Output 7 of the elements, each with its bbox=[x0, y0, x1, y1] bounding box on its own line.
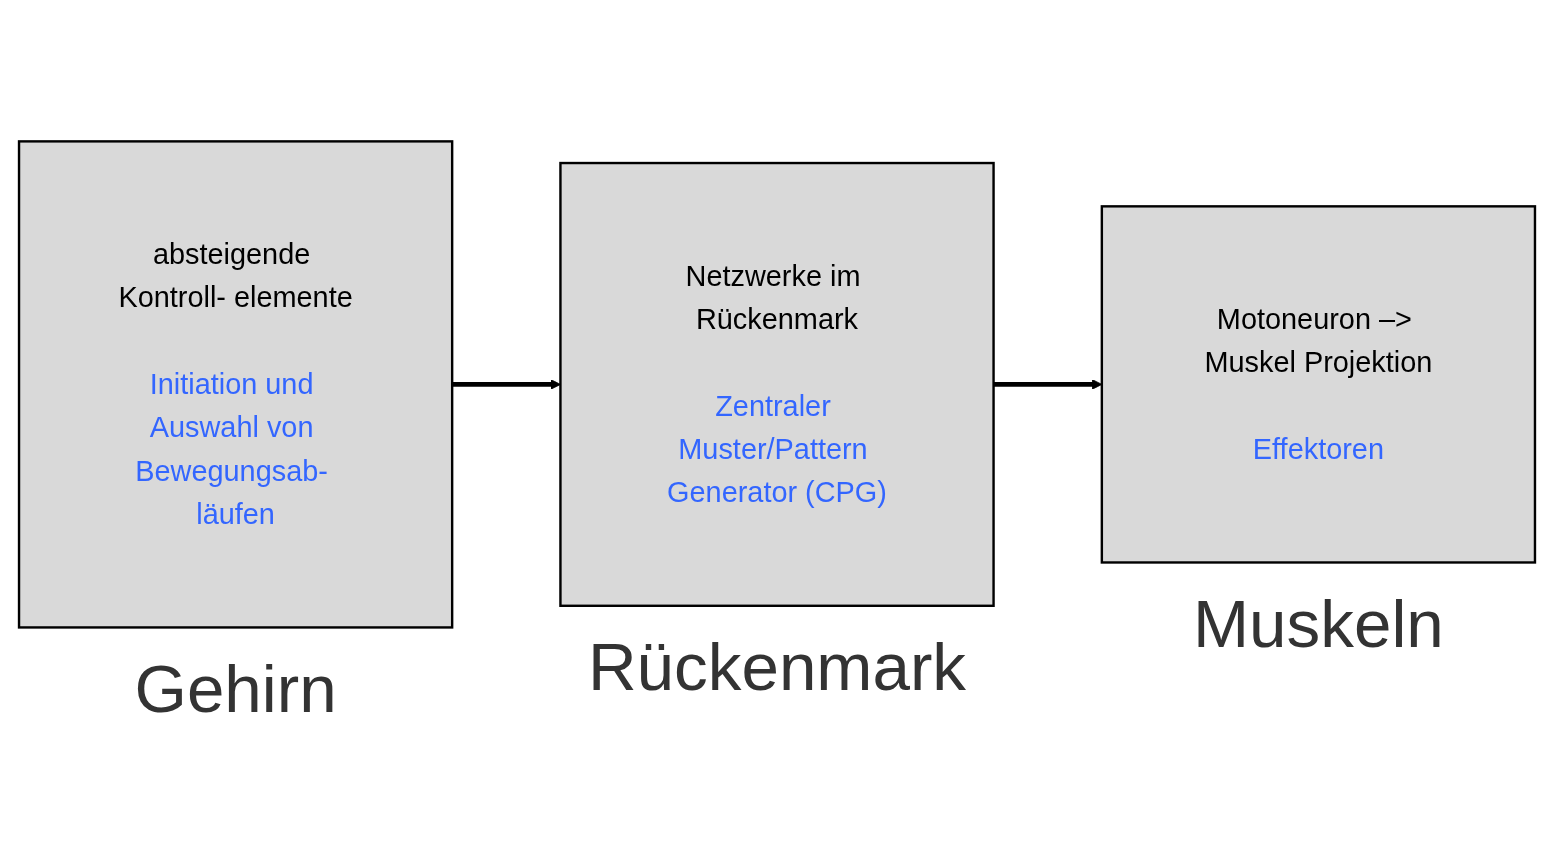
node-label: Muskeln bbox=[1192, 585, 1444, 661]
node-label: Gehirn bbox=[134, 650, 337, 726]
node-box: Netzwerke im Rückenmark Zentraler Muster/Pattern Generator (CPG) bbox=[558, 161, 995, 607]
node-label: Rückenmark bbox=[587, 629, 966, 704]
node-box: absteigende Kontroll- elemente Initiation und Auswahl von Bewegungsab- läufen bbox=[17, 140, 453, 629]
node-box: Motoneuron –> Muskel Projektion Effektoren bbox=[1100, 205, 1536, 564]
arrow bbox=[993, 379, 1102, 390]
